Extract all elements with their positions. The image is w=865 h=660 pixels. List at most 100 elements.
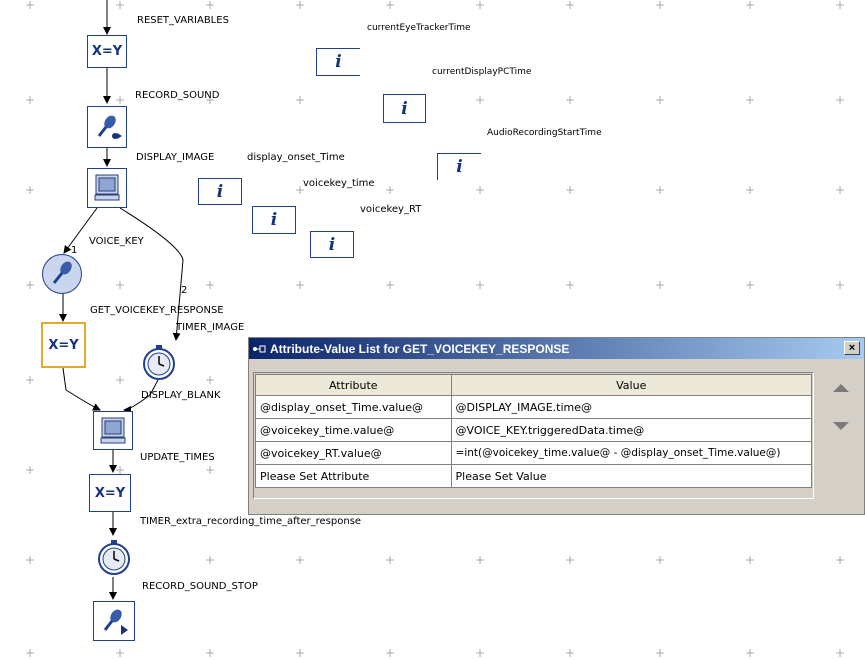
grid-mark: + xyxy=(204,93,216,107)
grid-mark: + xyxy=(204,278,216,292)
grid-mark: + xyxy=(114,278,126,292)
label-display-onset-time: display_onset_Time xyxy=(247,152,345,163)
info-icon: i xyxy=(328,234,336,255)
label-current-eyetracker-time: currentEyeTrackerTime xyxy=(367,23,471,33)
grid-mark: + xyxy=(564,553,576,567)
grid-mark: + xyxy=(744,553,756,567)
info-icon: i xyxy=(270,210,278,230)
info-icon: i xyxy=(216,181,224,202)
node-get-voicekey-response[interactable]: X=Y xyxy=(41,322,86,368)
label-voicekey-rt: voicekey_RT xyxy=(360,204,422,215)
grid-mark: + xyxy=(204,463,216,477)
grid-mark: + xyxy=(114,0,126,12)
stopwatch-icon xyxy=(143,345,175,380)
grid-mark: + xyxy=(204,373,216,387)
grid-mark: + xyxy=(834,183,846,197)
grid-mark: + xyxy=(204,0,216,12)
grid-mark: + xyxy=(474,553,486,567)
edge-display-voicekey xyxy=(63,207,98,254)
label-voice-key: VOICE_KEY xyxy=(89,236,144,247)
value-cell[interactable]: Please Set Value xyxy=(450,464,813,488)
variable-audio-recording-start-time[interactable]: i xyxy=(437,153,481,180)
node-record-sound-stop[interactable] xyxy=(93,601,135,641)
attribute-cell[interactable]: @voicekey_time.value@ xyxy=(255,418,452,442)
close-button[interactable]: × xyxy=(844,341,860,355)
grid-mark: + xyxy=(654,0,666,12)
column-header-value[interactable]: Value xyxy=(450,374,813,396)
attribute-cell[interactable]: Please Set Attribute xyxy=(255,464,452,488)
column-header-attribute[interactable]: Attribute xyxy=(255,374,452,396)
grid-mark: + xyxy=(24,646,36,660)
node-voice-key[interactable] xyxy=(42,254,82,294)
grid-mark: + xyxy=(294,278,306,292)
variable-display-onset-time[interactable]: i xyxy=(198,178,242,205)
node-update-times[interactable]: X=Y xyxy=(89,474,131,512)
grid-mark: + xyxy=(114,646,126,660)
branch-label-1: 1 xyxy=(71,245,78,256)
grid-mark: + xyxy=(744,183,756,197)
grid-mark: + xyxy=(564,0,576,12)
grid-mark: + xyxy=(114,463,126,477)
table-row[interactable]: Please Set Attribute Please Set Value xyxy=(255,464,813,488)
grid-mark: + xyxy=(294,0,306,12)
grid-mark: + xyxy=(834,278,846,292)
variable-current-eyetracker-time[interactable]: i xyxy=(316,48,360,76)
table-header-row: Attribute Value xyxy=(255,374,813,396)
grid-mark: + xyxy=(204,553,216,567)
edge-timer-displayblank xyxy=(123,379,159,414)
grid-mark: + xyxy=(564,278,576,292)
move-up-icon[interactable] xyxy=(833,384,849,392)
attribute-cell[interactable]: @voicekey_RT.value@ xyxy=(255,441,452,465)
grid-mark: + xyxy=(294,183,306,197)
node-timer-extra[interactable] xyxy=(94,537,134,577)
xy-icon: X=Y xyxy=(94,485,126,501)
node-display-blank[interactable] xyxy=(93,411,133,450)
attribute-value-table: Attribute Value @display_onset_Time.valu… xyxy=(255,374,813,488)
grid-mark: + xyxy=(744,278,756,292)
label-reset-variables: RESET_VARIABLES xyxy=(137,15,229,26)
grid-mark: + xyxy=(24,278,36,292)
value-cell[interactable]: @DISPLAY_IMAGE.time@ xyxy=(450,395,813,419)
grid-mark: + xyxy=(24,93,36,107)
label-display-image: DISPLAY_IMAGE xyxy=(136,152,215,163)
info-icon: i xyxy=(456,157,463,177)
grid-mark: + xyxy=(474,0,486,12)
grid-mark: + xyxy=(24,183,36,197)
node-record-sound[interactable] xyxy=(87,106,127,148)
grid-mark: + xyxy=(474,93,486,107)
node-timer-image[interactable] xyxy=(139,342,179,382)
close-icon: × xyxy=(848,342,856,354)
node-display-image[interactable] xyxy=(87,168,127,208)
attribute-cell[interactable]: @display_onset_Time.value@ xyxy=(255,395,452,419)
dialog-titlebar[interactable]: Attribute-Value List for GET_VOICEKEY_RE… xyxy=(249,338,864,359)
table-row[interactable]: @voicekey_RT.value@ =int(@voicekey_time.… xyxy=(255,441,813,465)
microphone-icon xyxy=(52,261,72,284)
grid-mark: + xyxy=(294,93,306,107)
variable-voicekey-time[interactable]: i xyxy=(252,206,296,234)
variable-voicekey-rt[interactable]: i xyxy=(310,231,354,258)
label-record-sound-stop: RECORD_SOUND_STOP xyxy=(142,581,258,592)
label-timer-extra: TIMER_extra_recording_time_after_respons… xyxy=(140,516,362,527)
grid-mark: + xyxy=(294,646,306,660)
grid-mark: + xyxy=(384,0,396,12)
monitor-icon xyxy=(94,174,120,201)
attribute-value-dialog[interactable]: Attribute-Value List for GET_VOICEKEY_RE… xyxy=(248,337,865,515)
info-icon: i xyxy=(335,52,342,72)
value-cell[interactable]: =int(@voicekey_time.value@ - @display_on… xyxy=(450,441,813,465)
branch-label-2: 2 xyxy=(181,285,188,296)
variable-current-display-pc-time[interactable]: i xyxy=(383,94,426,123)
grid-mark: + xyxy=(564,646,576,660)
grid-mark: + xyxy=(834,553,846,567)
grid-mark: + xyxy=(744,93,756,107)
monitor-icon xyxy=(100,417,126,443)
microphone-record-icon xyxy=(97,115,122,139)
table-row[interactable]: @voicekey_time.value@ @VOICE_KEY.trigger… xyxy=(255,418,813,442)
move-down-icon[interactable] xyxy=(833,422,849,430)
node-reset-variables[interactable]: X=Y xyxy=(87,35,127,68)
table-row[interactable]: @display_onset_Time.value@ @DISPLAY_IMAG… xyxy=(255,395,813,419)
value-cell[interactable]: @VOICE_KEY.triggeredData.time@ xyxy=(450,418,813,442)
label-audio-recording-start-time: AudioRecordingStartTime xyxy=(487,128,602,138)
grid-mark: + xyxy=(24,0,36,12)
